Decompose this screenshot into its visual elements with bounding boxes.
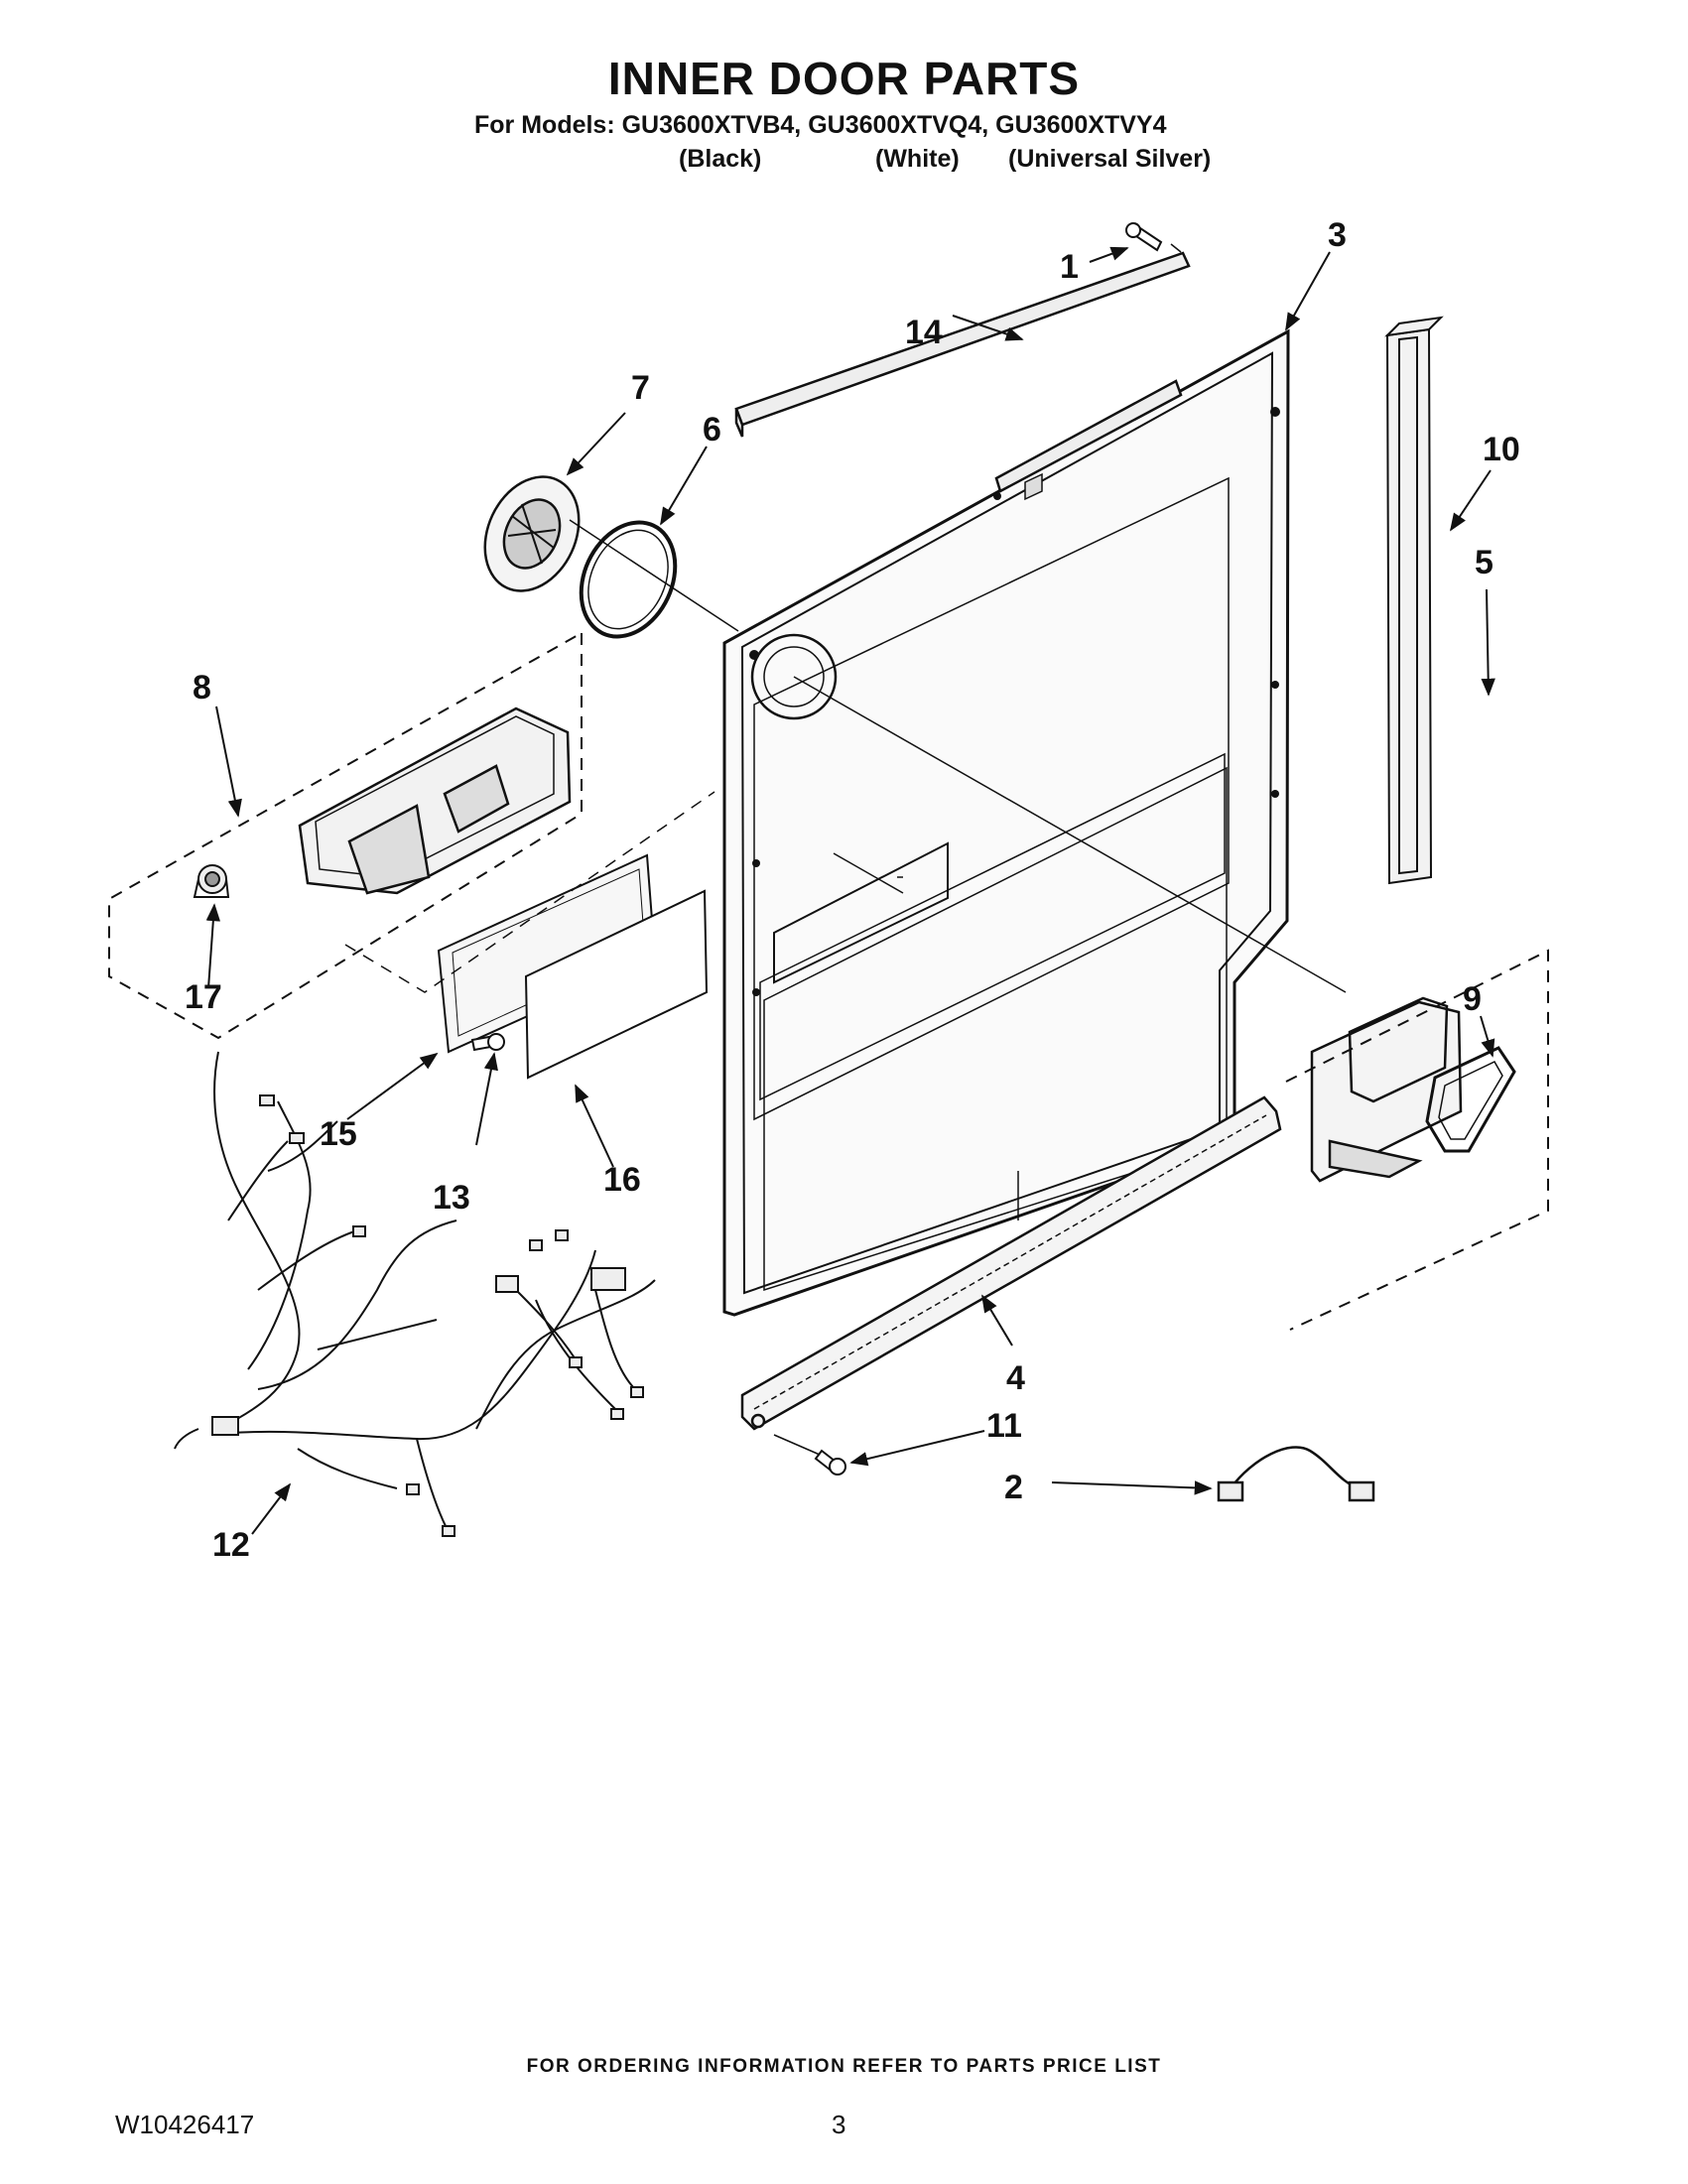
callout-4: 4 bbox=[1006, 1359, 1025, 1397]
color-label-universal-silver: (Universal Silver) bbox=[1008, 145, 1212, 173]
callout-17: 17 bbox=[185, 978, 222, 1016]
vent-duct-gasket bbox=[1425, 1046, 1516, 1153]
callout-13: 13 bbox=[433, 1179, 470, 1217]
detergent-dispenser bbox=[298, 707, 572, 895]
vent-duct-assembly bbox=[1310, 996, 1463, 1183]
screw-bottom bbox=[814, 1449, 846, 1476]
vent-cover bbox=[483, 475, 581, 592]
callout-12: 12 bbox=[212, 1526, 250, 1564]
callout-9: 9 bbox=[1463, 980, 1482, 1018]
models-line: For Models: GU3600XTVB4, GU3600XTVQ4, GU… bbox=[474, 111, 1167, 139]
ordering-note: FOR ORDERING INFORMATION REFER TO PARTS … bbox=[526, 2056, 1162, 2077]
color-label-white: (White) bbox=[875, 145, 960, 173]
callout-6: 6 bbox=[703, 411, 721, 449]
callout-7: 7 bbox=[631, 369, 650, 407]
callout-5: 5 bbox=[1475, 544, 1493, 581]
lower-trim-rail bbox=[740, 1095, 1282, 1431]
page-title: INNER DOOR PARTS bbox=[607, 53, 1081, 104]
assembly-lines bbox=[569, 243, 1347, 1456]
document-number: W10426417 bbox=[115, 2110, 255, 2139]
side-gasket-strip bbox=[1384, 316, 1444, 885]
panel-screw bbox=[470, 1033, 505, 1052]
panel-outline bbox=[344, 791, 715, 993]
color-label-black: (Black) bbox=[679, 145, 762, 173]
leader-arrows bbox=[205, 246, 1495, 1535]
dispenser-knob bbox=[193, 864, 230, 898]
wire-jumper bbox=[1217, 1446, 1375, 1502]
top-trim-rail bbox=[734, 251, 1191, 493]
callout-3: 3 bbox=[1328, 216, 1347, 254]
inner-door-panel bbox=[722, 328, 1290, 1317]
page-number: 3 bbox=[832, 2110, 846, 2139]
wiring-harness bbox=[174, 1051, 656, 1537]
vent-assembly-outline bbox=[1285, 949, 1549, 1331]
dispenser-assembly-outline bbox=[108, 631, 583, 1040]
control-board-panel bbox=[524, 889, 709, 1080]
vent-seal-ring bbox=[579, 520, 678, 639]
callout-14: 14 bbox=[905, 314, 943, 351]
callout-15: 15 bbox=[320, 1115, 357, 1153]
callout-8: 8 bbox=[193, 669, 211, 707]
callout-16: 16 bbox=[603, 1161, 641, 1199]
screw-top bbox=[1125, 222, 1163, 252]
callout-10: 10 bbox=[1483, 431, 1520, 468]
callout-2: 2 bbox=[1004, 1469, 1023, 1506]
callout-1: 1 bbox=[1060, 248, 1079, 286]
callout-11: 11 bbox=[986, 1407, 1022, 1445]
